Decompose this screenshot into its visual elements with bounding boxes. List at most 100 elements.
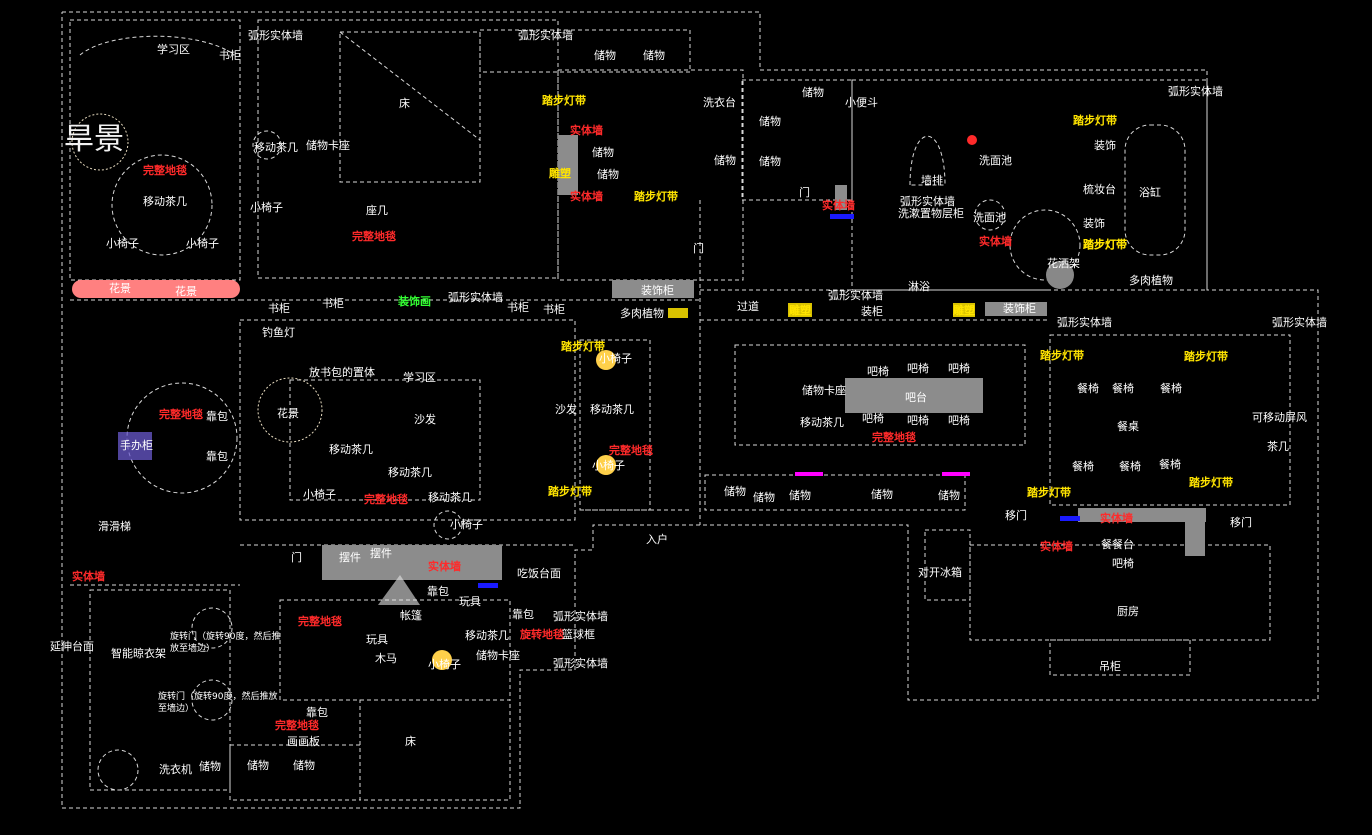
- label-storage-booth: 储物卡座: [306, 139, 350, 152]
- wc-room: [741, 79, 853, 201]
- label-full-carpet: 完整地毯: [364, 493, 408, 506]
- label-decorative-painting: 装饰画: [398, 295, 431, 308]
- label-bed: 床: [399, 97, 410, 110]
- magenta-strip: [795, 472, 823, 476]
- label-ornament: 摆件: [339, 551, 361, 564]
- label-mobile-tea-table: 移动茶几: [254, 141, 298, 154]
- label-bookcase: 书柜: [543, 303, 565, 316]
- label-rotating-door: 旋转门（旋转90度，然后推放至墙边）: [170, 632, 281, 654]
- pantry: [924, 529, 971, 601]
- label-small-chair: 小椅子: [428, 658, 461, 671]
- label-bar-stool: 吧椅: [948, 414, 970, 427]
- label-storage: 储物: [597, 168, 619, 181]
- label-curved-wall: 弧形实体墙: [828, 289, 883, 302]
- label-shower-rack: 花洒架: [1047, 257, 1080, 270]
- label-dressing-table: 梳妆台: [1083, 183, 1116, 196]
- label-study-area: 学习区: [157, 43, 190, 56]
- label-decoration: 装饰: [1083, 217, 1105, 230]
- label-solid-wall: 实体墙: [1100, 512, 1133, 525]
- label-step-light-strip: 踏步灯带: [1083, 238, 1127, 251]
- label-basketball-hoop: 篮球框: [562, 628, 595, 641]
- label-solid-wall: 实体墙: [570, 124, 603, 137]
- sofa-zone: [289, 379, 481, 501]
- label-full-carpet: 完整地毯: [352, 230, 396, 243]
- label-step-light-strip: 踏步灯带: [1027, 486, 1071, 499]
- label-rocking-horse: 木马: [375, 652, 397, 665]
- label-flower-scene: 花景: [277, 407, 299, 420]
- solid-wall-laundry: [558, 135, 578, 195]
- label-cushion: 靠包: [206, 410, 228, 423]
- label-sofa: 沙发: [555, 403, 577, 416]
- label-small-chair: 小椅子: [250, 201, 283, 214]
- dining-zone: [1049, 334, 1291, 506]
- label-curved-wall: 弧形实体墙: [448, 291, 503, 304]
- label-step-light-strip: 踏步灯带: [1184, 350, 1228, 363]
- label-bar-stool: 吧椅: [948, 362, 970, 375]
- label-wall-drain: 墙排: [921, 174, 943, 187]
- label-wash-basin: 洗面池: [973, 211, 1006, 224]
- label-curved-wall: 弧形实体墙: [1272, 316, 1327, 329]
- label-storage: 储物: [753, 491, 775, 504]
- label-bookcase: 书柜: [322, 297, 344, 310]
- label-storage: 储物: [938, 489, 960, 502]
- label-sofa: 沙发: [414, 413, 436, 426]
- label-door: 门: [799, 186, 810, 199]
- label-succulents: 多肉植物: [1129, 274, 1173, 287]
- label-storage: 储物: [714, 154, 736, 167]
- label-shower: 淋浴: [908, 280, 930, 293]
- label-step-light-strip: 踏步灯带: [1083, 238, 1127, 251]
- label-bed: 床: [405, 735, 416, 748]
- living-room: [239, 319, 576, 521]
- label-bar-stool: 吧椅: [907, 362, 929, 375]
- label-bar-stool: 吧椅: [867, 365, 889, 378]
- label-full-carpet: 完整地毯: [298, 615, 342, 628]
- label-sculpture: 雕塑: [789, 304, 811, 317]
- label-bookcase: 书柜: [219, 49, 241, 62]
- label-dining-counter: 餐餐台: [1101, 538, 1134, 551]
- label-bathtub: 浴缸: [1139, 186, 1161, 199]
- label-fishing-lamp: 钓鱼灯: [262, 326, 295, 339]
- storage-bottom: [229, 744, 361, 801]
- label-laundry-basin: 洗衣台: [703, 96, 736, 109]
- label-step-light-strip: 踏步灯带: [1073, 114, 1117, 127]
- label-solid-wall: 实体墙: [72, 570, 105, 583]
- label-solid-wall: 实体墙: [822, 199, 855, 212]
- label-door: 门: [291, 551, 302, 564]
- label-movable-screen: 可移动屏风: [1252, 411, 1307, 424]
- hanging-cabinet: [1049, 639, 1191, 676]
- label-step-light-strip: 踏步灯带: [1040, 349, 1084, 362]
- entry-solid-wall: [322, 545, 502, 580]
- label-storage-booth: 储物卡座: [476, 649, 520, 662]
- label-sculpture: 雕塑: [953, 304, 975, 317]
- label-study-area: 学习区: [403, 371, 436, 384]
- label-curved-wall: 弧形实体墙: [900, 195, 955, 208]
- label-small-chair: 小椅子: [450, 518, 483, 531]
- label-solid-wall: 实体墙: [570, 190, 603, 203]
- label-full-carpet: 完整地毯: [609, 444, 653, 457]
- label-eating-counter: 吃饭台面: [517, 567, 561, 580]
- label-rotating-door: 旋转门（旋转90度，然后推放至墙边）: [158, 692, 278, 714]
- label-figure-cabinet: 手办柜: [120, 439, 153, 452]
- label-entrance: 入户: [646, 533, 668, 546]
- label-small-chair: 小椅子: [186, 237, 219, 250]
- label-mobile-tea-table: 移动茶几: [800, 416, 844, 429]
- laundry-bottom: [89, 589, 231, 791]
- label-wash-basin: 洗面池: [979, 154, 1012, 167]
- label-bookcase: 书柜: [268, 302, 290, 315]
- label-toy: 玩具: [366, 633, 388, 646]
- label-full-carpet: 完整地毯: [159, 408, 203, 421]
- label-dining-chair: 餐椅: [1159, 458, 1181, 471]
- label-corridor: 过道: [737, 300, 759, 313]
- label-storage: 储物: [247, 759, 269, 772]
- label-tea-table: 茶几: [1267, 440, 1289, 453]
- label-solid-wall: 实体墙: [428, 560, 461, 573]
- label-storage: 储物: [789, 489, 811, 502]
- decor-cabinet-right: [985, 302, 1047, 316]
- label-tent: 帐篷: [400, 609, 422, 622]
- label-mobile-tea-table: 移动茶几: [428, 491, 472, 504]
- label-solid-wall: 实体墙: [979, 235, 1012, 248]
- label-decoration: 装饰: [1094, 139, 1116, 152]
- label-double-door-fridge: 对开冰箱: [918, 566, 962, 579]
- label-step-light-strip: 踏步灯带: [1189, 476, 1233, 489]
